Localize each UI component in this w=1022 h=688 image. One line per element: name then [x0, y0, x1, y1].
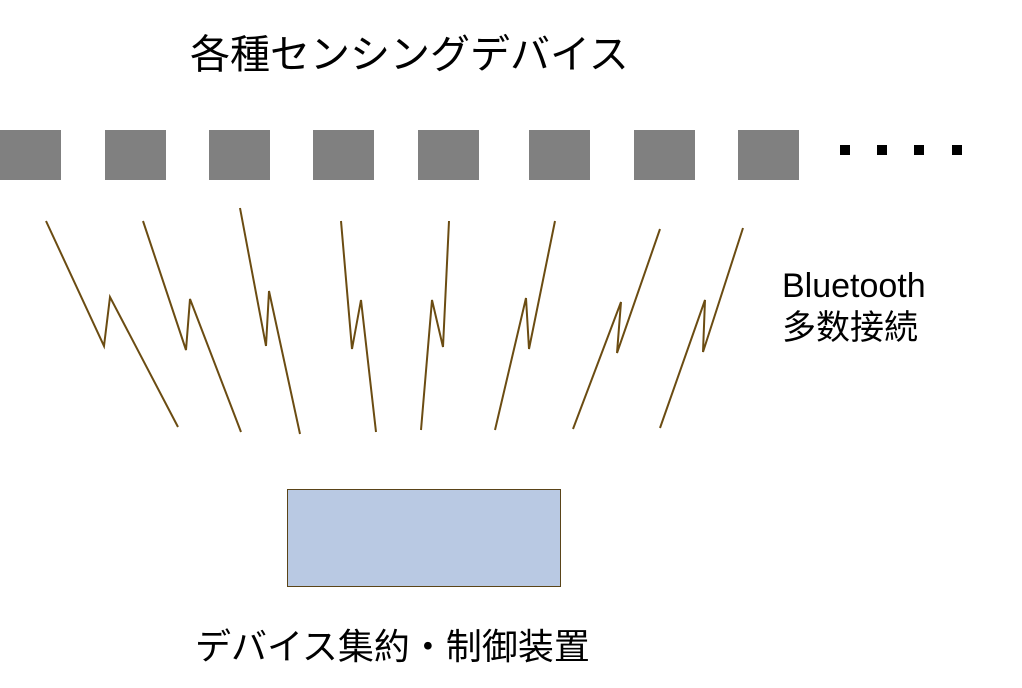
lightning-bolt-icon [494, 220, 556, 431]
ellipsis-dot [914, 145, 924, 155]
lightning-bolt-icon [659, 227, 744, 429]
lightning-bolt-icon [340, 220, 377, 433]
sensing-device [738, 130, 799, 180]
ellipsis-dot [877, 145, 887, 155]
sensing-device [209, 130, 270, 180]
lightning-bolt-icon [45, 220, 179, 428]
ellipsis-dot [840, 145, 850, 155]
connection-label-multi: 多数接続 [782, 309, 918, 347]
hub-device-box [287, 489, 561, 587]
lightning-bolt-icon [239, 207, 301, 435]
sensing-device [634, 130, 695, 180]
diagram-title: 各種センシングデバイス [190, 32, 629, 78]
connection-label: Bluetooth 多数接続 [782, 265, 926, 349]
lightning-bolt-icon [572, 228, 661, 430]
lightning-bolt-icon [420, 220, 450, 431]
sensing-device [418, 130, 479, 180]
sensing-device [313, 130, 374, 180]
sensing-device [105, 130, 166, 180]
sensing-device [0, 130, 61, 180]
hub-device-label: デバイス集約・制御装置 [195, 627, 590, 668]
lightning-bolt-icon [142, 220, 242, 433]
sensing-device [529, 130, 590, 180]
ellipsis-dot [952, 145, 962, 155]
connection-label-protocol: Bluetooth [782, 267, 926, 305]
